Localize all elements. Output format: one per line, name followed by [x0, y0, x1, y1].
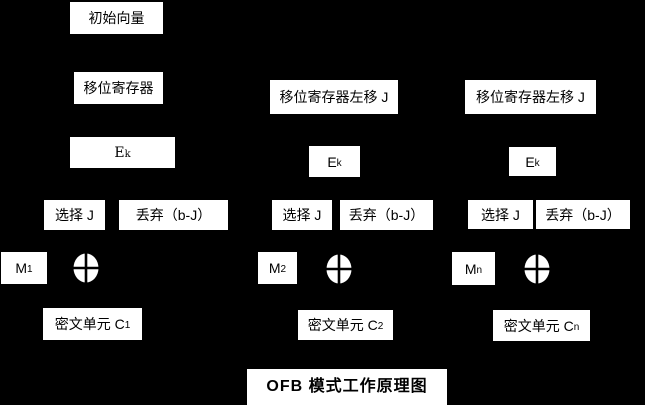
encrypt-label-2: E: [327, 153, 337, 170]
encrypt-label-1-sub: k: [124, 148, 131, 160]
encrypt-label-3-sub: k: [534, 157, 540, 169]
encrypt-label-1: E: [114, 144, 125, 161]
discard-box-2: 丢弃（b-J）: [340, 200, 433, 230]
shift-register-box-3: 移位寄存器左移 J: [465, 80, 596, 114]
message-label-m2-sub: 2: [280, 264, 287, 275]
shift-register-label-3: 移位寄存器左移 J: [476, 89, 585, 105]
message-label-m2: M: [268, 260, 281, 276]
select-j-label-2: 选择 J: [282, 207, 322, 223]
shift-register-box-1: 移位寄存器: [74, 72, 163, 104]
message-label-m1: M: [15, 260, 28, 276]
discard-box-1: 丢弃（b-J）: [119, 200, 228, 230]
xor-icon-1: [73, 253, 99, 283]
ciphertext-label-c2: 密文单元 C: [307, 317, 378, 333]
initial-vector-box: 初始向量: [70, 2, 163, 34]
select-j-box-2: 选择 J: [272, 200, 332, 230]
shift-register-box-2: 移位寄存器左移 J: [270, 80, 398, 114]
shift-register-label-1: 移位寄存器: [83, 80, 154, 96]
message-label-mn-sub: n: [476, 264, 483, 276]
diagram-title-label: OFB 模式工作原理图: [266, 378, 428, 395]
encrypt-label-2-sub: k: [336, 157, 342, 169]
discard-label-2: 丢弃（b-J）: [348, 207, 425, 223]
discard-box-3: 丢弃（b-J）: [536, 200, 630, 229]
select-j-label-3: 选择 J: [481, 206, 520, 223]
message-label-mn: M: [464, 260, 477, 277]
diagram-title: OFB 模式工作原理图: [247, 369, 447, 405]
ciphertext-label-c1-sub: 1: [124, 320, 131, 331]
select-j-box-3: 选择 J: [468, 200, 533, 229]
ciphertext-label-cn-sub: n: [573, 321, 580, 333]
select-j-box-1: 选择 J: [44, 200, 105, 230]
encrypt-label-3: E: [525, 153, 535, 170]
discard-label-3: 丢弃（b-J）: [545, 206, 621, 223]
shift-register-label-2: 移位寄存器左移 J: [279, 89, 389, 105]
message-label-m1-sub: 1: [27, 264, 33, 275]
xor-icon-3: [524, 254, 550, 284]
select-j-label-1: 选择 J: [55, 207, 94, 223]
ciphertext-label-cn: 密文单元 C: [503, 317, 574, 334]
xor-icon-2: [326, 254, 352, 284]
initial-vector-label: 初始向量: [88, 10, 145, 26]
discard-label-1: 丢弃（b-J）: [135, 207, 212, 223]
ciphertext-label-c2-sub: 2: [377, 321, 384, 332]
ciphertext-label-c1: 密文单元 C: [54, 316, 125, 332]
